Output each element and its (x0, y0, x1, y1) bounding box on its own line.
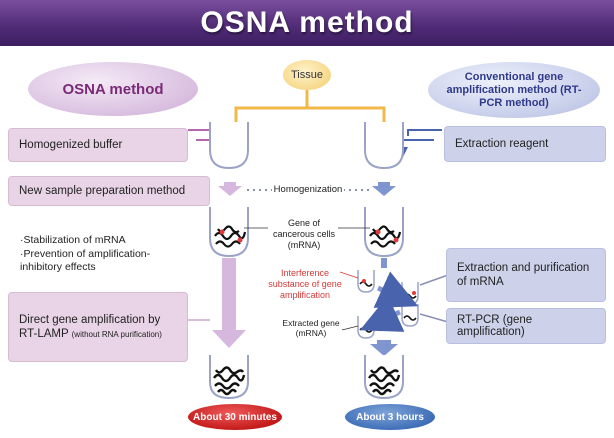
new-sample-box: New sample preparation method (8, 176, 210, 206)
direct-amp-line1: Direct gene amplification by (19, 314, 161, 326)
arrow-right-homog (372, 182, 396, 196)
rt-pcr-label: RT-PCR (gene amplification) (457, 314, 533, 338)
tube-left-top (209, 122, 249, 170)
page-title: OSNA method (200, 6, 414, 39)
extraction-reagent-box: Extraction reagent (444, 126, 606, 162)
arrow-right-step3 (359, 295, 405, 332)
title-banner (0, 0, 614, 46)
interference-label: Interference substance of gene amplifica… (268, 268, 342, 300)
amplified-gene-left (213, 366, 246, 396)
homogenization-label: Homogenization (272, 183, 344, 196)
conventional-method-oval: Conventional gene amplification method (… (428, 62, 600, 118)
reagent-line (400, 129, 442, 155)
homogenized-buffer-box: Homogenized buffer (8, 128, 188, 162)
gene-cancerous-label: Gene of cancerous cells (mRNA) (272, 218, 336, 250)
tube-right-top (364, 122, 404, 170)
stabilization-note: ·Stabilization of mRNA (20, 234, 126, 246)
tube-right-mid (364, 207, 404, 258)
tissue-label: Tissue (283, 60, 331, 90)
extracted-gene-label: Extracted gene (mRNA) (282, 318, 340, 338)
osna-time-badge: About 30 minutes (188, 404, 282, 430)
conventional-time-badge: About 3 hours (345, 404, 435, 430)
homogenized-buffer-label: Homogenized buffer (19, 139, 123, 151)
extraction-purification-box: Extraction and purification of mRNA (446, 248, 606, 302)
arrow-right-final (370, 340, 398, 356)
new-sample-label: New sample preparation method (19, 185, 186, 197)
prevention-note: ·Prevention of amplification-inhibitory … (20, 248, 151, 273)
direct-amp-note: (without RNA purification) (71, 330, 162, 339)
arrow-left-homog (218, 182, 242, 196)
osna-method-oval: OSNA method (28, 62, 198, 116)
arrow-left-long (212, 258, 246, 348)
amplified-gene-right (368, 366, 401, 396)
rt-pcr-box: RT-PCR (gene amplification) (446, 308, 606, 344)
tube-right-bottom (364, 355, 404, 400)
extraction-purification-label: Extraction and purification of mRNA (457, 262, 590, 288)
extraction-reagent-label: Extraction reagent (455, 138, 549, 150)
arrow-right-step2 (373, 271, 419, 308)
tube-left-mid (209, 207, 249, 258)
direct-amp-line2: RT-LAMP (19, 328, 69, 340)
direct-amp-box: Direct gene amplification by RT-LAMP (wi… (8, 292, 188, 362)
tube-left-bottom (209, 355, 249, 400)
